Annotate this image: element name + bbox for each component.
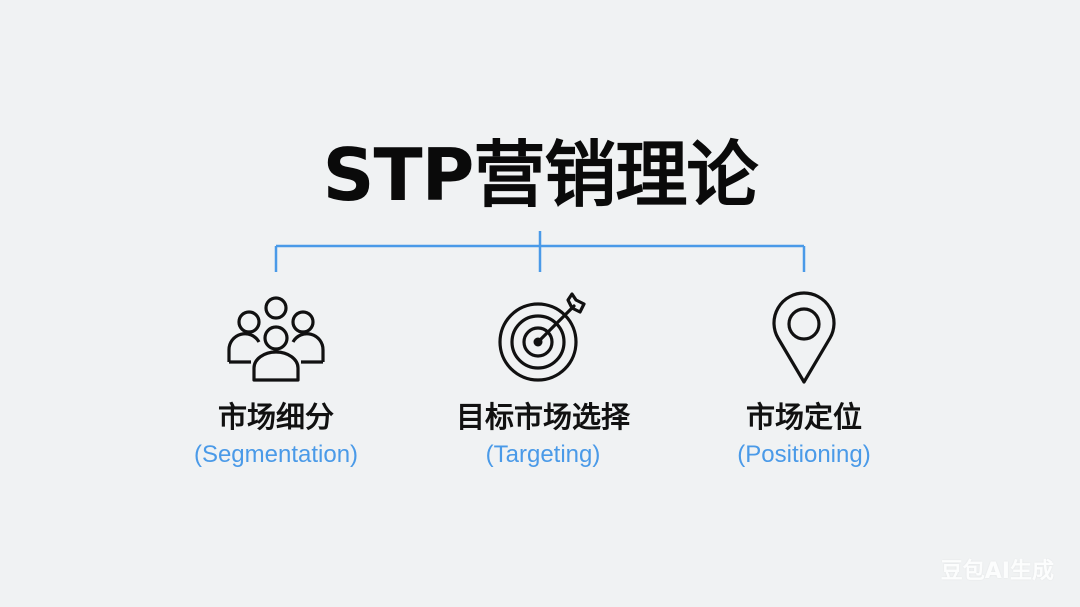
- node-label-cn: 市场细分: [217, 400, 334, 434]
- node-positioning: 市场定位 (Positioning): [674, 290, 934, 471]
- location-pin-icon: [772, 291, 836, 384]
- node-label-en: (Positioning): [737, 441, 871, 468]
- node-segmentation: 市场细分 (Segmentation): [146, 290, 406, 471]
- diagram-title: STP营销理论: [322, 133, 759, 217]
- ai-watermark: 豆包AI生成: [940, 559, 1054, 584]
- target-dart-icon: [498, 292, 586, 382]
- node-targeting: 目标市场选择 (Targeting): [413, 290, 673, 471]
- node-label-en: (Targeting): [485, 441, 601, 468]
- node-label-en: (Segmentation): [193, 441, 359, 468]
- node-label-cn: 目标市场选择: [455, 400, 630, 434]
- people-group-icon: [227, 296, 325, 382]
- node-label-cn: 市场定位: [745, 400, 862, 434]
